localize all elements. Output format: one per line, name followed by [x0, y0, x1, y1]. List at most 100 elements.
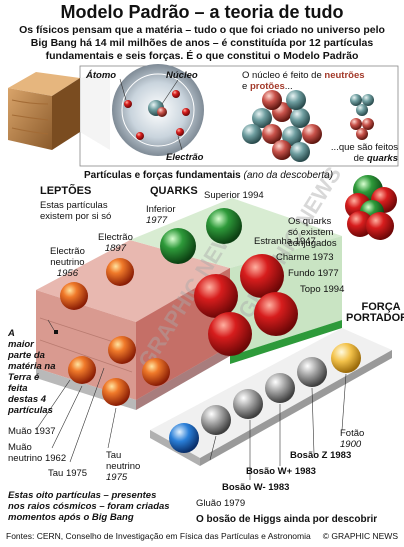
neutron-proton-icons [350, 94, 374, 140]
protons-word: protões [249, 81, 285, 92]
footer: Fontes: CERN, Conselho de Investigação e… [6, 531, 398, 541]
leptons-note: Estas partículas existem por si só [40, 200, 111, 222]
mn-2: maior [8, 339, 34, 350]
quarks-word: quarks [366, 153, 398, 164]
up-quark-ball [206, 208, 242, 244]
tn-2: neutrino [106, 461, 141, 472]
main-heading: Partículas e forças fundamentais (ano da… [84, 170, 333, 181]
quarks-title: QUARKS [150, 185, 198, 197]
force-title-1: FORÇA [361, 301, 401, 313]
quarks-note-3: conjugados [288, 238, 337, 249]
cosmic-note: Estas oito partículas – presentes nos ra… [8, 490, 170, 523]
nucleus-description: O núcleo é feito de neutrões e protões..… [242, 70, 394, 92]
intro-text: Os físicos pensam que a matéria – tudo o… [10, 24, 394, 63]
wooden-cube [8, 72, 80, 150]
electron-icon [124, 100, 132, 108]
cn-2: nos raios cósmicos – foram criadas [8, 501, 170, 512]
tau-neutrino-label: Tau neutrino 1975 [106, 450, 140, 483]
quark-cluster [345, 175, 397, 240]
w-minus-label: Bosão W- 1983 [222, 482, 290, 493]
charme-label: Charme 1973 [276, 252, 334, 263]
force-title-2: PORTADORA [346, 312, 404, 324]
quarks-note-1: Os quarks [288, 216, 332, 227]
muon-neutrino-ball [68, 356, 96, 384]
top-quark-ball [254, 292, 298, 336]
el-2: 1897 [104, 243, 126, 254]
cn-1: Estas oito partículas – presentes [8, 490, 157, 501]
estranha-label: Estranha 1947 [254, 236, 316, 247]
atom-label: Átomo [86, 70, 117, 81]
charm-quark-ball [240, 254, 284, 298]
higgs-ball [169, 423, 199, 453]
credit-text: © GRAPHIC NEWS [322, 531, 398, 541]
strange-quark-ball [194, 274, 238, 318]
electron-neutrino-label: Electrão neutrino 1956 [50, 246, 85, 279]
nucleus-pointer [161, 79, 179, 105]
fundo-label: Fundo 1977 [288, 268, 339, 279]
gluao-label: Gluão 1979 [196, 498, 246, 509]
mn-4: matéria na [8, 361, 56, 372]
w-plus-label: Bosão W+ 1983 [246, 466, 316, 477]
leptons-note-1: Estas partículas [40, 200, 108, 211]
quarks-description: ...que são feitos de quarks [318, 142, 398, 164]
en-2: neutrino [50, 257, 85, 268]
nucleus-cluster [242, 90, 322, 162]
quarks-note: Os quarks só existem conjugados [288, 216, 337, 249]
fotao-label: Fotão 1900 [340, 428, 364, 450]
tau-ball [142, 358, 170, 386]
ellipsis: ... [284, 81, 293, 92]
w-plus-ball [265, 373, 295, 403]
pointer-lines [35, 319, 347, 480]
z-boson-label: Bosão Z 1983 [290, 450, 352, 461]
quarks-note-2: só existem [288, 227, 334, 238]
mn-1: A [8, 328, 15, 339]
mn-5: Terra é feita [8, 372, 40, 394]
fot-1: Fotão [340, 428, 365, 439]
neutrons-word: neutrões [324, 70, 365, 81]
intro-line-3: fundamentais e seis forças. É o que cons… [45, 50, 359, 62]
source-text: Fontes: CERN, Conselho de Investigação e… [6, 531, 311, 541]
mn-3: parte da [8, 350, 45, 361]
leptons-title: LEPTÕES [40, 185, 92, 197]
atom-pointer [119, 78, 127, 101]
mun-1: Muão [8, 442, 32, 453]
tau-neutrino-ball [102, 378, 130, 406]
page-title: Modelo Padrão – a teoria de tudo [60, 2, 344, 22]
tn-3: 1975 [106, 472, 128, 483]
quarks-text: ...que são feitos de [330, 142, 398, 164]
muon-ball [108, 336, 136, 364]
matter-note: A maior parte da matéria na Terra é feit… [8, 328, 58, 416]
mun-2: neutrino 1962 [8, 453, 67, 464]
gluon-ball [201, 405, 231, 435]
muao-label: Muão 1937 [8, 426, 56, 437]
zoom-cone [80, 72, 110, 150]
electron-label: Electrão [166, 152, 204, 163]
electron-pointer [177, 135, 183, 151]
tn-1: Tau [106, 450, 122, 461]
intro-line-1: Os físicos pensam que a matéria – tudo o… [19, 24, 385, 36]
superior-label: Superior 1994 [204, 190, 264, 201]
photon-ball [331, 343, 361, 373]
electron-ball [106, 258, 134, 286]
heading-note: (ano da descoberta) [243, 170, 334, 181]
leptons-note-2: existem por si só [40, 211, 112, 222]
cn-3: momentos após o Big Bang [8, 512, 134, 523]
topo-label: Topo 1994 [300, 284, 345, 295]
bottom-quark-ball [208, 312, 252, 356]
el-1: Electrão [98, 232, 133, 243]
nucleus-text-1: O núcleo é feito de [242, 70, 322, 81]
en-3: 1956 [56, 268, 78, 279]
en-1: Electrão [50, 246, 85, 257]
electron-particle-label: Electrão 1897 [98, 232, 133, 254]
matter-marker [54, 330, 58, 334]
heading-text: Partículas e forças fundamentais [84, 170, 241, 181]
force-title: FORÇA PORTADORA [346, 302, 404, 324]
fot-2: 1900 [340, 439, 362, 450]
down-quark-ball [160, 228, 196, 264]
mn-6: destas 4 [8, 394, 47, 405]
nucleus-text-2: e [242, 81, 248, 92]
inf-1: Inferior [146, 204, 176, 215]
z-boson-ball [297, 357, 327, 387]
higgs-note: O bosão de Higgs ainda por descobrir [196, 514, 378, 525]
